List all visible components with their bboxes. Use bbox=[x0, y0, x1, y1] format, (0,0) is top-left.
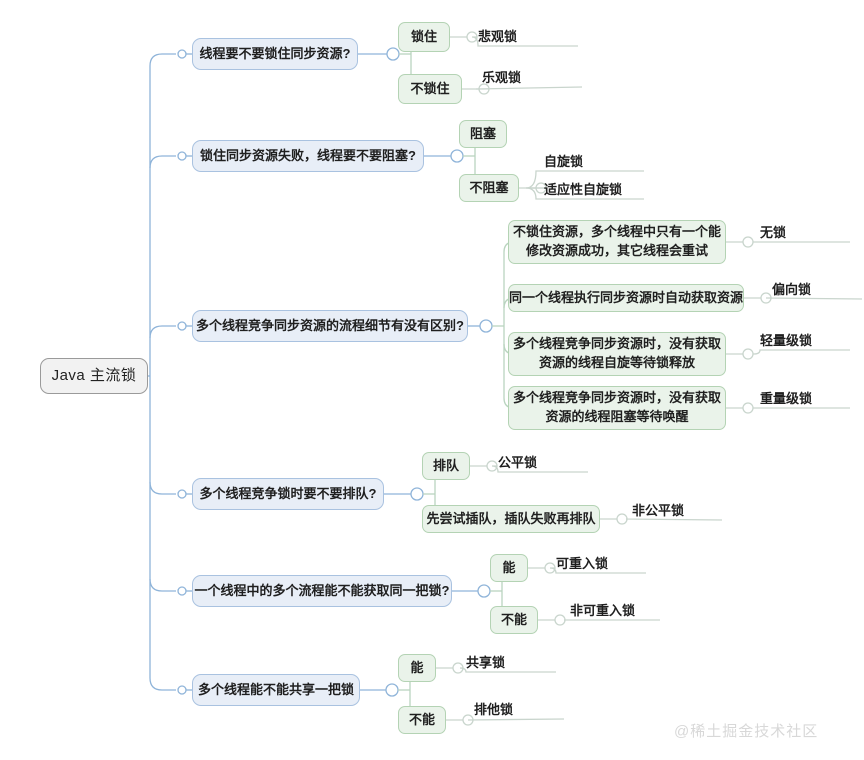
leaf-node-1-2[interactable]: 乐观锁 bbox=[482, 70, 522, 86]
leaf-node-1-1[interactable]: 悲观锁 bbox=[478, 29, 518, 45]
sub-node-3-3[interactable]: 多个线程竞争同步资源时，没有获取 资源的线程自旋等待锁释放 bbox=[508, 332, 726, 376]
leaf-node-2-2-1[interactable]: 自旋锁 bbox=[544, 154, 584, 170]
root-node[interactable]: Java 主流锁 bbox=[40, 358, 148, 394]
branch-node-3[interactable]: 多个线程竞争同步资源的流程细节有没有区别? bbox=[192, 310, 468, 342]
leaf-node-3-1[interactable]: 无锁 bbox=[760, 225, 787, 241]
leaf-node-3-2[interactable]: 偏向锁 bbox=[772, 282, 812, 298]
leaf-node-4-2[interactable]: 非公平锁 bbox=[632, 503, 685, 519]
sub-node-2-1[interactable]: 阻塞 bbox=[459, 120, 507, 148]
leaf-node-2-2-2[interactable]: 适应性自旋锁 bbox=[544, 182, 623, 198]
sub-node-5-2[interactable]: 不能 bbox=[490, 606, 538, 634]
watermark: @稀土掘金技术社区 bbox=[674, 723, 819, 740]
branch-node-5[interactable]: 一个线程中的多个流程能不能获取同一把锁? bbox=[192, 575, 452, 607]
branch-node-4[interactable]: 多个线程竞争锁时要不要排队? bbox=[192, 478, 384, 510]
leaf-node-3-3[interactable]: 轻量级锁 bbox=[760, 333, 813, 349]
sub-node-1-1[interactable]: 锁住 bbox=[398, 22, 450, 52]
sub-node-5-1[interactable]: 能 bbox=[490, 554, 528, 582]
sub-node-3-4[interactable]: 多个线程竞争同步资源时，没有获取 资源的线程阻塞等待唤醒 bbox=[508, 386, 726, 430]
sub-node-3-1[interactable]: 不锁住资源，多个线程中只有一个能 修改资源成功，其它线程会重试 bbox=[508, 220, 726, 264]
branch-node-6[interactable]: 多个线程能不能共享一把锁 bbox=[192, 674, 360, 706]
leaf-node-4-1[interactable]: 公平锁 bbox=[498, 455, 538, 471]
sub-node-1-2[interactable]: 不锁住 bbox=[398, 74, 462, 104]
leaf-node-5-1[interactable]: 可重入锁 bbox=[556, 556, 609, 572]
sub-node-4-1[interactable]: 排队 bbox=[422, 452, 470, 480]
branch-node-2[interactable]: 锁住同步资源失败，线程要不要阻塞? bbox=[192, 140, 424, 172]
sub-node-6-2[interactable]: 不能 bbox=[398, 706, 446, 734]
sub-node-6-1[interactable]: 能 bbox=[398, 654, 436, 682]
leaf-node-5-2[interactable]: 非可重入锁 bbox=[570, 603, 636, 619]
sub-node-4-2[interactable]: 先尝试插队，插队失败再排队 bbox=[422, 505, 600, 533]
leaf-node-6-1[interactable]: 共享锁 bbox=[466, 655, 506, 671]
leaf-node-6-2[interactable]: 排他锁 bbox=[474, 702, 514, 718]
sub-node-3-2[interactable]: 同一个线程执行同步资源时自动获取资源 bbox=[508, 284, 744, 312]
leaf-node-3-4[interactable]: 重量级锁 bbox=[760, 391, 813, 407]
sub-node-2-2[interactable]: 不阻塞 bbox=[459, 174, 519, 202]
branch-node-1[interactable]: 线程要不要锁住同步资源? bbox=[192, 38, 358, 70]
